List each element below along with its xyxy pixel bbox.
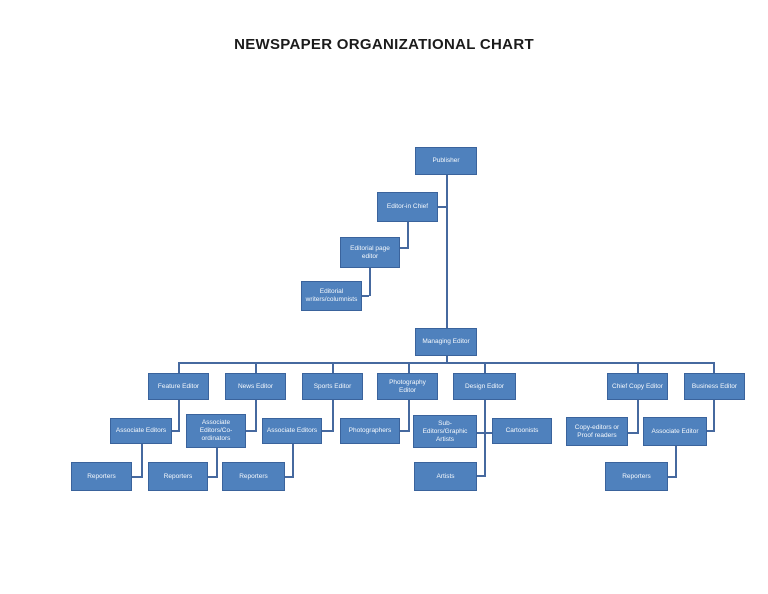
connector-line (446, 175, 448, 328)
node-editorial-page-editor: Editorial page editor (340, 237, 400, 268)
connector-line (637, 362, 639, 373)
connector-line (255, 400, 257, 432)
node-chief-copy-editor: Chief Copy Editor (607, 373, 668, 400)
node-sub-editors-graphic-artists: Sub- Editors/Graphic Artists (413, 415, 477, 448)
connector-line (322, 430, 332, 432)
node-artists: Artists (414, 462, 477, 491)
connector-line (208, 476, 216, 478)
connector-line (285, 476, 292, 478)
connector-line (628, 432, 637, 434)
node-associate-editor: Associate Editor (643, 417, 707, 446)
connector-line (332, 362, 334, 373)
node-editor-in-chief: Editor-in Chief (377, 192, 438, 222)
node-copy-editors-proof-readers: Copy-editors or Proof readers (566, 417, 628, 446)
connector-line (484, 400, 486, 477)
connector-line (178, 362, 715, 364)
connector-line (408, 400, 410, 432)
connector-line (477, 475, 484, 477)
connector-line (362, 295, 369, 297)
node-design-editor: Design Editor (453, 373, 516, 400)
node-reporters-1: Reporters (71, 462, 132, 491)
node-photography-editor: Photography Editor (377, 373, 438, 400)
connector-line (484, 362, 486, 373)
connector-line (332, 400, 334, 432)
node-reporters-3: Reporters (222, 462, 285, 491)
chart-title: NEWSPAPER ORGANIZATIONAL CHART (234, 36, 534, 53)
connector-line (446, 356, 448, 363)
connector-line (178, 362, 180, 373)
connector-line (707, 430, 713, 432)
connector-line (246, 430, 255, 432)
connector-line (668, 476, 675, 478)
connector-line (172, 430, 178, 432)
node-reporters-2: Reporters (148, 462, 208, 491)
node-feature-editor: Feature Editor (148, 373, 209, 400)
connector-line (141, 444, 143, 478)
connector-line (399, 247, 407, 249)
connector-line (216, 448, 218, 478)
node-news-editor: News Editor (225, 373, 286, 400)
connector-line (675, 446, 677, 478)
connector-line (437, 206, 446, 208)
node-managing-editor: Managing Editor (415, 328, 477, 356)
node-reporters-4: Reporters (605, 462, 668, 491)
node-editorial-writers-columnists: Editorial writers/columnists (301, 281, 362, 311)
connector-line (400, 430, 408, 432)
connector-line (713, 362, 715, 373)
node-sports-editor: Sports Editor (302, 373, 363, 400)
connector-line (637, 400, 639, 434)
connector-line (369, 268, 371, 296)
node-business-editor: Business Editor (684, 373, 745, 400)
connector-line (713, 400, 715, 432)
node-associate-editors-co-ordinators: Associate Editors/Co- ordinators (186, 414, 246, 448)
connector-line (178, 400, 180, 432)
node-photographers: Photographers (340, 418, 400, 444)
connector-line (292, 444, 294, 478)
connector-line (255, 362, 257, 373)
node-publisher: Publisher (415, 147, 477, 175)
connector-line (477, 432, 492, 434)
connector-line (408, 362, 410, 373)
connector-line (132, 476, 141, 478)
node-cartoonists: Cartoonists (492, 418, 552, 444)
node-associate-editors-2: Associate Editors (262, 418, 322, 444)
connector-line (407, 222, 409, 249)
node-associate-editors-1: Associate Editors (110, 418, 172, 444)
